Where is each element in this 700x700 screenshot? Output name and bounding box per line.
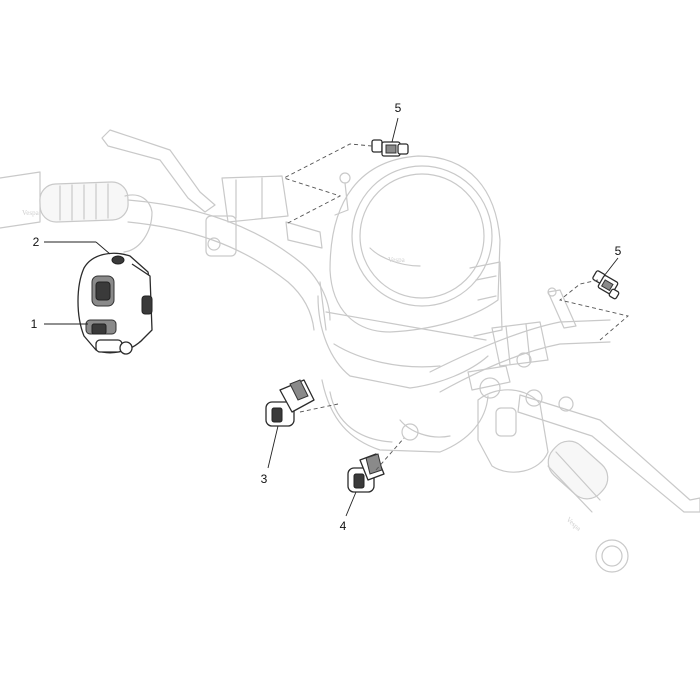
- svg-text:Vespa: Vespa: [22, 209, 40, 217]
- handlebar-tube-ghost: [127, 199, 331, 321]
- svg-text:Vespa: Vespa: [388, 256, 406, 264]
- left-master-cylinder-ghost: [205, 172, 351, 257]
- svg-text:Vespa: Vespa: [565, 516, 583, 534]
- assembly-lines: [282, 143, 629, 471]
- switch-part-3[interactable]: [265, 379, 315, 427]
- callout-label-5-right: 5: [615, 244, 622, 258]
- right-switch-housing-ghost: [477, 377, 574, 473]
- callout-label-2: 2: [33, 235, 40, 249]
- switch-part-4[interactable]: [347, 453, 385, 493]
- instrument-cluster-ghost: Vespa: [317, 155, 503, 453]
- connector-part-5-right[interactable]: [592, 270, 620, 300]
- left-brake-lever-ghost: [101, 129, 216, 213]
- handlebar-assembly-ghost: Vespa Vespa: [0, 129, 700, 573]
- callout-label-3: 3: [261, 472, 268, 486]
- callout-labels: 1 2 3 4 5 5: [31, 101, 622, 533]
- right-master-cylinder-ghost: [467, 321, 549, 391]
- left-switch-housing[interactable]: [77, 252, 153, 355]
- callout-leaders: [44, 117, 619, 517]
- right-brake-lever-ghost: [517, 394, 700, 513]
- left-grip-ghost: Vespa: [0, 171, 153, 253]
- callout-label-5-top: 5: [395, 101, 402, 115]
- callout-label-4: 4: [340, 519, 347, 533]
- connector-part-5-top[interactable]: [371, 139, 409, 157]
- callout-label-1: 1: [31, 317, 38, 331]
